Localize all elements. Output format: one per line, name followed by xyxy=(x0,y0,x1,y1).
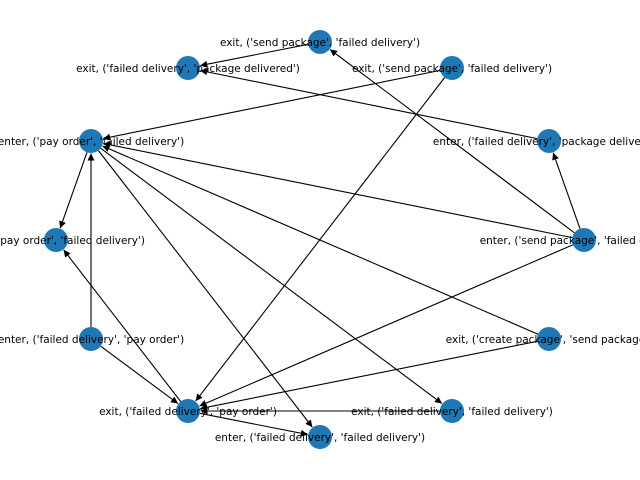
node-n10[interactable] xyxy=(440,399,464,423)
edge-line xyxy=(195,77,446,402)
node-circle[interactable] xyxy=(440,56,464,80)
node-circle[interactable] xyxy=(308,425,332,449)
node-n7[interactable] xyxy=(79,327,103,351)
edge-n7-n9 xyxy=(100,345,179,404)
node-circle[interactable] xyxy=(308,30,332,54)
edge-n6-n3 xyxy=(103,141,573,239)
node-label: enter, ('failed delivery', 'pay order') xyxy=(0,334,184,346)
node-n5[interactable] xyxy=(44,228,68,252)
node-label: exit, ('pay order', 'failed delivery') xyxy=(0,235,145,247)
edge-n2-n3 xyxy=(103,69,441,141)
edges-layer xyxy=(59,43,581,437)
node-circle[interactable] xyxy=(537,129,561,153)
edge-line xyxy=(100,147,443,404)
edge-line xyxy=(103,141,573,239)
edge-n6-n9 xyxy=(199,244,574,407)
edge-n3-n11 xyxy=(97,150,313,428)
node-label: exit, ('create package', 'send package') xyxy=(446,334,640,346)
edge-line xyxy=(199,412,308,437)
node-n2[interactable] xyxy=(440,56,464,80)
node-label: enter, ('failed delivery', 'failed deliv… xyxy=(215,432,425,444)
edge-line xyxy=(63,249,182,402)
node-label: exit, ('failed delivery', 'failed delive… xyxy=(351,406,553,418)
node-label: exit, ('failed delivery', 'pay order') xyxy=(99,406,277,418)
node-label: exit, ('send package', 'failed delivery'… xyxy=(220,37,420,49)
edge-n8-n9 xyxy=(200,340,538,411)
node-circle[interactable] xyxy=(440,399,464,423)
node-circle[interactable] xyxy=(176,56,200,80)
edge-line xyxy=(97,150,313,428)
edge-line xyxy=(200,340,538,411)
node-n8[interactable] xyxy=(537,327,561,351)
edge-line xyxy=(329,49,575,234)
edge-n6-n0 xyxy=(329,49,575,234)
node-circle[interactable] xyxy=(537,327,561,351)
edge-n3-n5 xyxy=(59,152,88,229)
node-n6[interactable] xyxy=(572,228,596,252)
node-n0[interactable] xyxy=(308,30,332,54)
node-circle[interactable] xyxy=(176,399,200,423)
edge-n8-n3 xyxy=(102,145,539,335)
node-circle[interactable] xyxy=(572,228,596,252)
node-n3[interactable] xyxy=(79,129,103,153)
node-n11[interactable] xyxy=(308,425,332,449)
edge-line xyxy=(200,68,538,140)
node-circle[interactable] xyxy=(79,327,103,351)
node-n1[interactable] xyxy=(176,56,200,80)
nodes-layer xyxy=(44,30,596,449)
edge-n9-n11 xyxy=(199,412,308,437)
edge-n3-n10 xyxy=(100,147,443,404)
node-label: enter, ('failed delivery', 'package deli… xyxy=(433,136,640,148)
edge-line xyxy=(199,244,574,407)
edge-line xyxy=(200,43,309,68)
node-label: exit, ('failed delivery', 'package deliv… xyxy=(76,63,300,75)
edge-n4-n1 xyxy=(200,68,538,140)
node-circle[interactable] xyxy=(79,129,103,153)
edge-line xyxy=(100,345,179,404)
edge-n6-n4 xyxy=(552,152,581,229)
edge-line xyxy=(552,152,581,229)
node-n4[interactable] xyxy=(537,129,561,153)
node-circle[interactable] xyxy=(44,228,68,252)
labels-layer: exit, ('send package', 'failed delivery'… xyxy=(0,37,640,444)
edge-n2-n9 xyxy=(195,77,446,402)
edge-line xyxy=(103,69,441,141)
node-label: exit, ('send package', 'failed delivery'… xyxy=(352,63,552,75)
edge-line xyxy=(59,152,88,229)
edge-line xyxy=(102,145,539,335)
node-n9[interactable] xyxy=(176,399,200,423)
edge-n0-n1 xyxy=(200,43,309,68)
node-label: enter, ('pay order', 'failed delivery') xyxy=(0,136,184,148)
edge-n9-n5 xyxy=(63,249,182,402)
node-label: enter, ('send package', 'failed delivery… xyxy=(480,235,640,247)
